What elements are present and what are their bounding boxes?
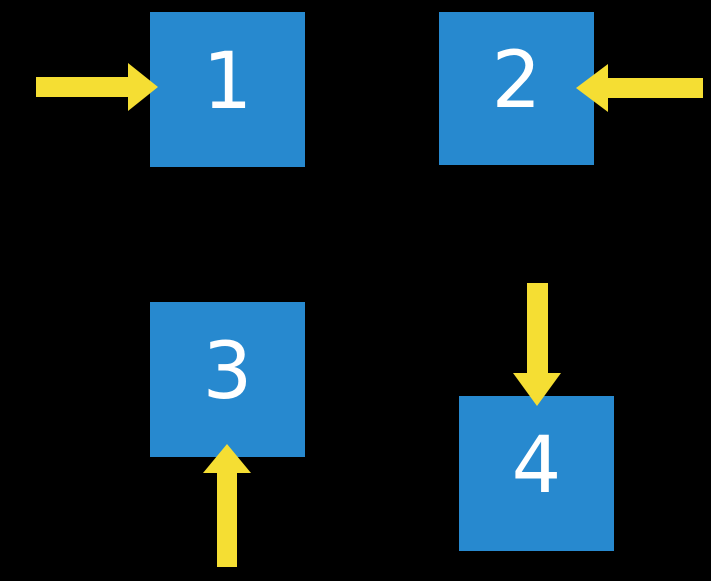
arrow-down-head — [513, 373, 561, 406]
box-1-label: 1 — [202, 36, 253, 127]
arrow-left-head — [576, 64, 608, 112]
arrow-down-icon — [513, 283, 561, 406]
numbered-box-4: 4 — [459, 396, 614, 551]
box-4-label: 4 — [511, 420, 562, 511]
arrow-up-icon — [203, 444, 251, 567]
arrow-right-icon — [36, 63, 158, 111]
arrow-left-icon — [576, 64, 703, 112]
arrow-down-shaft — [526, 283, 548, 373]
box-2-label: 2 — [491, 35, 542, 126]
numbered-box-1: 1 — [150, 12, 305, 167]
arrow-left-shaft — [608, 78, 703, 98]
arrow-up-head — [203, 444, 251, 473]
numbered-box-3: 3 — [150, 302, 305, 457]
box-3-label: 3 — [202, 326, 253, 417]
numbered-box-2: 2 — [439, 12, 594, 165]
arrow-right-head — [128, 63, 158, 111]
arrow-up-shaft — [217, 473, 237, 567]
arrow-right-shaft — [36, 77, 128, 97]
